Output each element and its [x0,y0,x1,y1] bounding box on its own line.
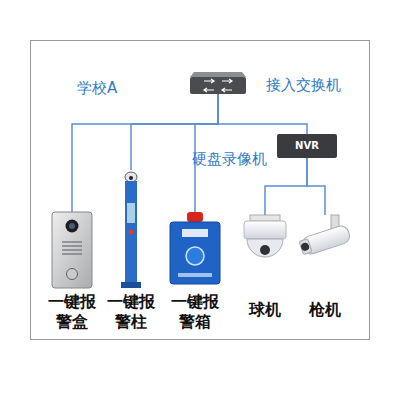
connector-line [265,158,307,215]
device-node: 球机 [237,215,293,320]
alarm-pole-picture [121,172,141,288]
switch-icon [190,72,246,94]
device-node: 枪机 [297,215,353,320]
alarm-box-picture [52,212,92,288]
device-node: 一键报 警盒 [44,212,100,332]
connector-line [218,94,307,134]
node-label: 球机 [239,300,291,320]
device-node: 一键报 警柱 [103,170,159,332]
bullet-camera-picture [298,215,351,257]
node-label: 一键报 警柱 [105,292,157,332]
device-node: 一键报 警箱 [167,212,223,332]
alarm-case-picture [170,212,220,284]
dome-camera-picture [244,215,286,257]
school-frame: 学校A接入交换机NVR硬盘录像机一键报 警盒一键报 警柱一键报 警箱球机枪机 [30,40,370,340]
picture-spacer [167,212,223,292]
picture-spacer [237,215,293,300]
switch-node: 接入交换机 [190,72,246,94]
node-label: 硬盘录像机 [192,150,267,168]
picture-spacer [44,212,100,292]
node-label: 一键报 警盒 [46,292,98,332]
picture-spacer [103,170,159,292]
node-label: 枪机 [299,300,351,320]
node-label: 学校A [77,79,117,97]
nvr-box: NVR硬盘录像机 [277,134,337,158]
node-label: 接入交换机 [266,76,341,94]
connector-line [307,158,325,215]
picture-spacer [297,215,353,300]
node-label: 一键报 警箱 [169,292,221,332]
node-label: NVR [277,134,337,158]
